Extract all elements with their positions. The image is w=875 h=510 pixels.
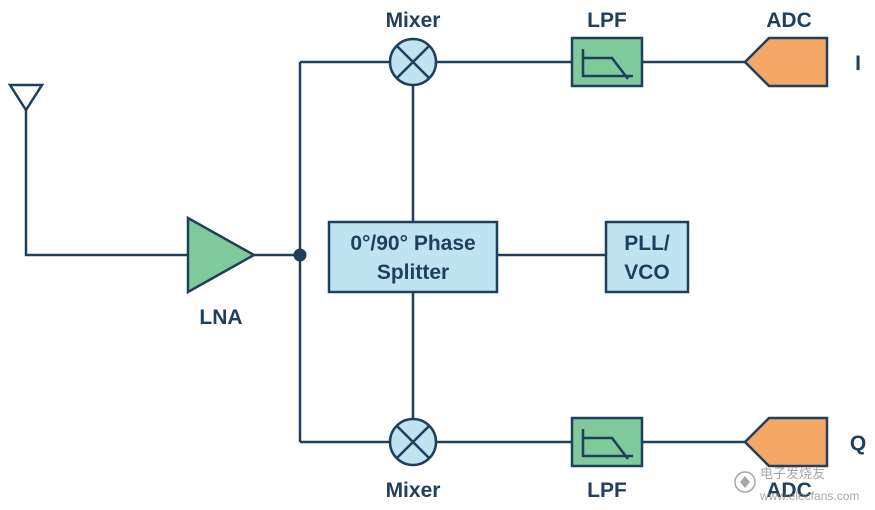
lna-label: LNA <box>199 306 242 329</box>
pll-vco-label-line2: VCO <box>624 261 670 284</box>
output-q-label: Q <box>850 432 866 455</box>
top-lpf-label: LPF <box>587 9 627 32</box>
top-adc-block <box>743 36 829 88</box>
watermark-url: www.elecfans.com <box>759 489 859 503</box>
pll-vco-block <box>604 220 690 294</box>
lna-amplifier <box>186 215 257 295</box>
antenna-feed-wire <box>24 108 190 257</box>
lowpass-response-icon <box>581 49 633 80</box>
watermark: 电子发烧友 www.elecfans.com <box>734 466 859 503</box>
multiplier-circle-icon <box>395 44 431 80</box>
phase-splitter-label-line2: Splitter <box>377 261 449 284</box>
bottom-mixer-label: Mixer <box>386 479 441 502</box>
lowpass-response-icon <box>581 429 633 460</box>
bottom-lpf-label: LPF <box>587 479 627 502</box>
watermark-logo-icon <box>734 471 756 493</box>
watermark-logo-text: 电子发烧友 <box>760 466 825 481</box>
output-i-label: I <box>855 52 861 75</box>
top-lpf-block <box>570 36 644 88</box>
phase-splitter-block <box>327 220 499 294</box>
top-adc-label: ADC <box>766 9 812 32</box>
bottom-mixer <box>388 417 438 467</box>
multiplier-circle-icon <box>395 424 431 460</box>
bottom-adc-block <box>743 416 829 468</box>
phase-splitter-label-line1: 0°/90° Phase <box>350 232 475 255</box>
junction-dot <box>293 248 307 262</box>
pll-vco-label-line1: PLL/ <box>624 232 670 255</box>
top-mixer <box>388 37 438 87</box>
top-mixer-label: Mixer <box>386 9 441 32</box>
antenna-icon <box>7 83 45 113</box>
bottom-adc-label: ADC <box>766 479 812 502</box>
bottom-lpf-block <box>570 416 644 468</box>
